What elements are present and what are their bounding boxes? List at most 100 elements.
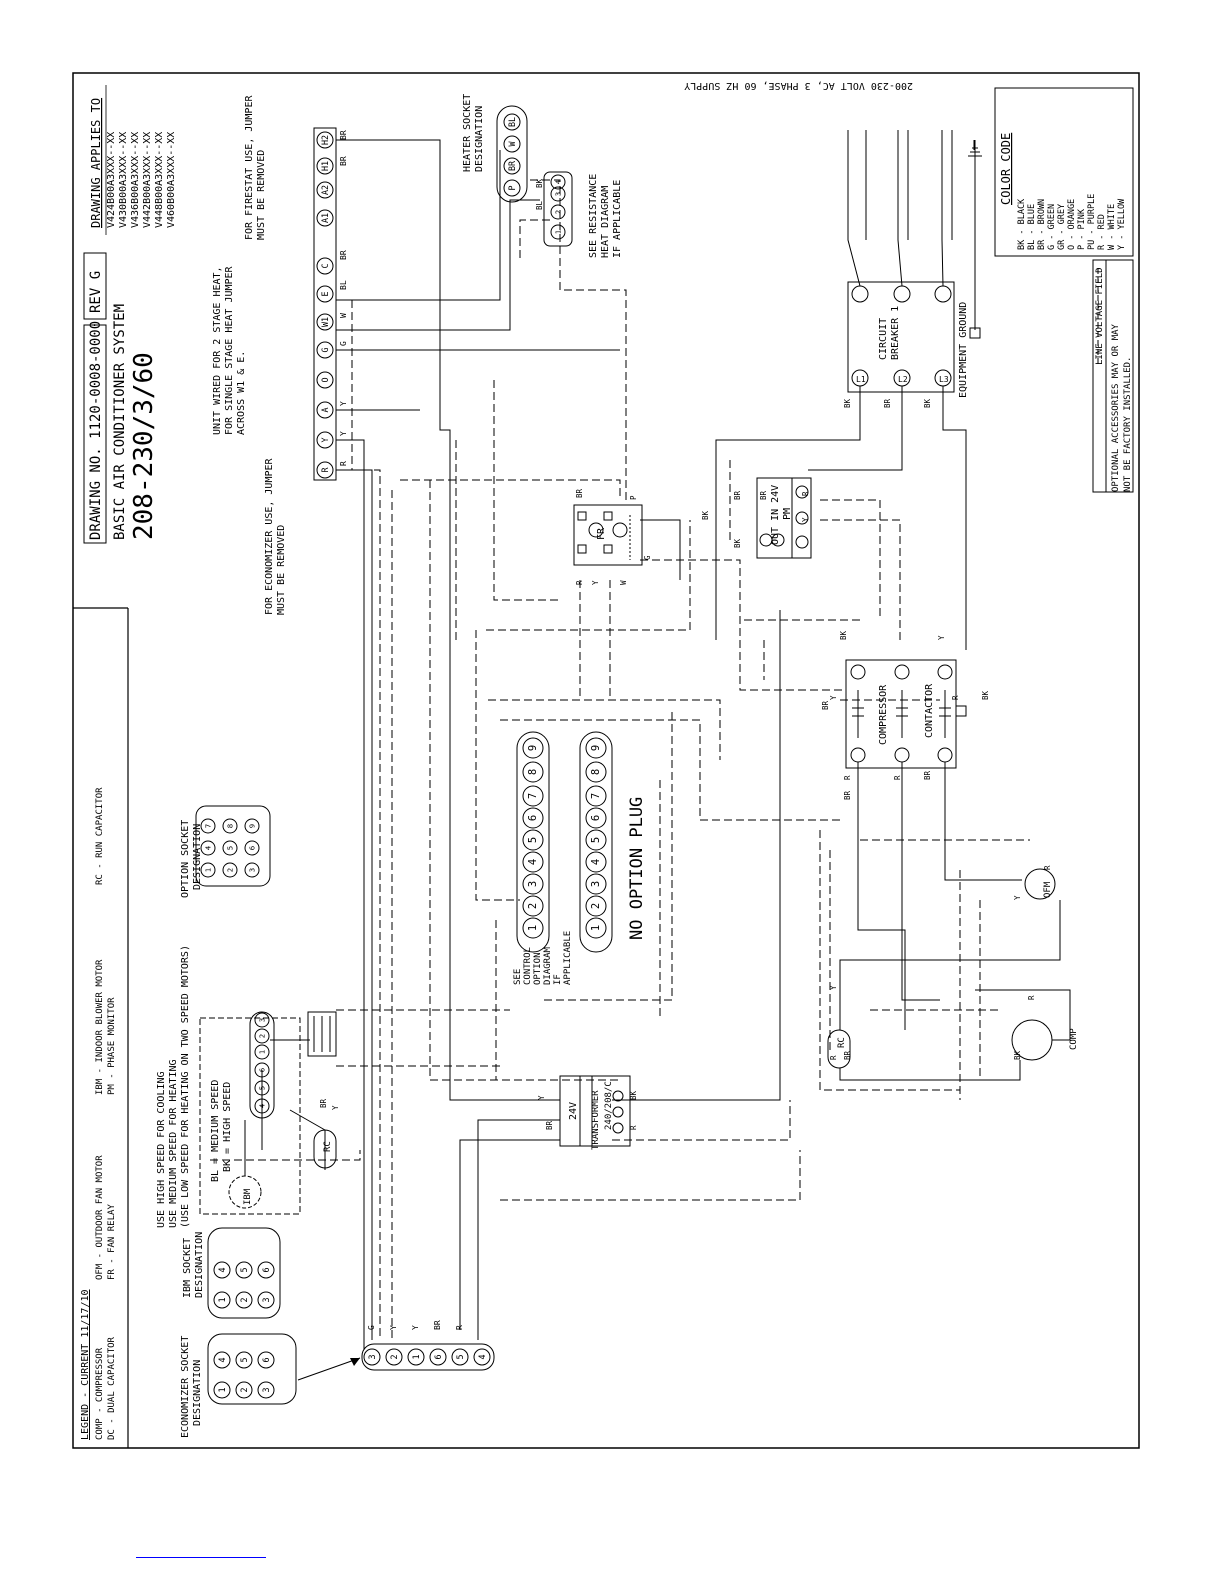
terminal-e: E: [316, 285, 334, 303]
option-plug-a-pin-4-text: 4: [527, 859, 539, 865]
resistance-heat-plug: [543, 171, 573, 247]
option-plug-b-pin-8-text: 8: [590, 769, 602, 775]
legend-c3-l1: IBM - INDOOR BLOWER MOTOR: [95, 959, 105, 1095]
pm-l1: [795, 535, 809, 549]
wires-solid: [244, 139, 1071, 1350]
heater-plug-h: [313, 1016, 331, 1052]
control-option-5: IF: [553, 974, 563, 985]
color-code-entry: PU - PURPLE: [1087, 194, 1097, 250]
option-plug-b-pin-4: 4: [585, 851, 607, 873]
terminal-h2-text: H2: [320, 135, 330, 145]
econ-plug-pin-4-text: 4: [477, 1354, 487, 1359]
option-plug-b-pin-5: 5: [585, 829, 607, 851]
ibm-plug-pin-3-text: 3: [258, 1018, 267, 1022]
option-plug-b-pin-7-text: 7: [590, 793, 602, 799]
tap-2: [612, 1106, 624, 1118]
wire-label: BR: [545, 1120, 554, 1130]
note-resistance-1: SEE RESISTANCE: [588, 174, 599, 258]
color-code-entry: BL - BLUE: [1027, 204, 1037, 250]
wire-label: Y: [331, 1105, 340, 1110]
tb-wire-label: BR: [339, 250, 348, 260]
econ-plug-pin-1-text: 1: [411, 1354, 421, 1359]
wire-label: BR: [843, 1050, 852, 1060]
transformer-label: TRANSFORMER: [591, 1090, 601, 1150]
terminal-a1-text: A1: [320, 213, 330, 223]
fan-relay: [573, 504, 643, 566]
system-name: BASIC AIR CONDITIONER SYSTEM: [112, 304, 128, 540]
model-3: V442B00A3XXX--XX: [142, 132, 153, 228]
note-firestat-1: FOR FIRESTAT USE, JUMPER: [244, 95, 255, 240]
optional-note-1: OPTIONAL ACCESSORIES MAY OR MAY: [1111, 323, 1121, 492]
legend-c3-l2: PM - PHASE MONITOR: [107, 997, 117, 1095]
option-plug-b-pin-7: 7: [585, 785, 607, 807]
ibm-socket-pin-2: 2: [235, 1291, 253, 1309]
ibm-plug-pin-1-text: 1: [258, 1050, 267, 1054]
color-code-entry: O - ORANGE: [1067, 199, 1077, 250]
control-option-6: APPLICABLE: [563, 931, 573, 985]
control-option-4: DIAGRAM: [543, 946, 553, 985]
heater-pin-3-text: W: [507, 141, 517, 147]
option-plug-a: [516, 731, 550, 953]
wire-label: W: [619, 580, 628, 585]
econ-socket-pin-1: 1: [213, 1381, 231, 1399]
econ-socket-pin-4-text: 4: [217, 1357, 227, 1362]
wire-label: BR: [883, 398, 892, 408]
option-socket-pin-1: 1: [200, 862, 216, 878]
rc-label-1: RC: [837, 1037, 847, 1048]
control-option-1: SEE: [513, 969, 523, 985]
res-pin-3-text: 3: [554, 192, 563, 196]
econ-socket-pin-3-text: 3: [261, 1387, 271, 1392]
option-socket: [195, 805, 271, 887]
econ-plug-pin-6: 6: [429, 1348, 447, 1366]
speed-key-2: BK = HIGH SPEED: [222, 1082, 233, 1172]
econ-plug-pin-5-text: 5: [455, 1354, 465, 1359]
option-plug-a-pin-6: 6: [522, 807, 544, 829]
ofm-motor: [1024, 868, 1056, 900]
econ-plug-pin-6-text: 6: [433, 1354, 443, 1359]
option-socket-pin-4-text: 4: [204, 845, 213, 850]
control-option-3: OPTION: [533, 952, 543, 985]
option-plug-a-pin-7-text: 7: [527, 793, 539, 799]
option-plug-b-pin-1: 1: [585, 917, 607, 939]
tap-1: [612, 1090, 624, 1102]
ibm-plug-pin-2: 2: [254, 1028, 270, 1044]
tb-wire-label: G: [339, 341, 348, 346]
heater-pin-4: BL: [503, 113, 521, 131]
option-plug-a-pin-1: 1: [522, 917, 544, 939]
terminal-a-text: A: [320, 407, 330, 412]
pm-l3: [795, 485, 809, 499]
ibm-socket-pin-4-text: 4: [217, 1267, 227, 1272]
color-code-box: [994, 87, 1134, 257]
wire-label: BK: [629, 1090, 638, 1100]
heater-pin-4-text: BL: [507, 117, 517, 127]
option-plug-a-pin-2: 2: [522, 895, 544, 917]
wire-label: BK: [1013, 1050, 1022, 1060]
terminal-a1: A1: [316, 209, 334, 227]
terminal-block: [313, 127, 337, 481]
model-4: V448B00A3XXX--XX: [154, 132, 165, 228]
run-capacitor: [827, 1029, 851, 1069]
speed-note-2: USE MEDIUM SPEED FOR HEATING: [168, 1059, 179, 1228]
option-plug-a-pin-9: 9: [522, 737, 544, 759]
pm-line-1: OUT IN 24V: [770, 485, 781, 545]
econ-socket-pin-2: 2: [235, 1381, 253, 1399]
comp-label: COMP: [1069, 1028, 1079, 1050]
wire-label: BR: [843, 790, 852, 800]
option-socket-pin-8: 8: [222, 818, 238, 834]
option-plug-b-pin-2-text: 2: [590, 903, 602, 909]
wire-label: R: [829, 1055, 838, 1060]
econ-wire-label: BR: [433, 1320, 442, 1330]
ibm-socket-pin-1: 1: [213, 1291, 231, 1309]
contactor-label: CONTACTOR: [924, 683, 935, 738]
tb-wire-label: Y: [339, 401, 348, 406]
econ-plug-pin-2: 2: [385, 1348, 403, 1366]
wire-label: R: [801, 491, 810, 496]
option-plug-a-pin-6-text: 6: [527, 815, 539, 821]
no-option-plug: NO OPTION PLUG: [627, 797, 647, 940]
option-plug-a-pin-5-text: 5: [527, 837, 539, 843]
terminal-c: C: [316, 257, 334, 275]
